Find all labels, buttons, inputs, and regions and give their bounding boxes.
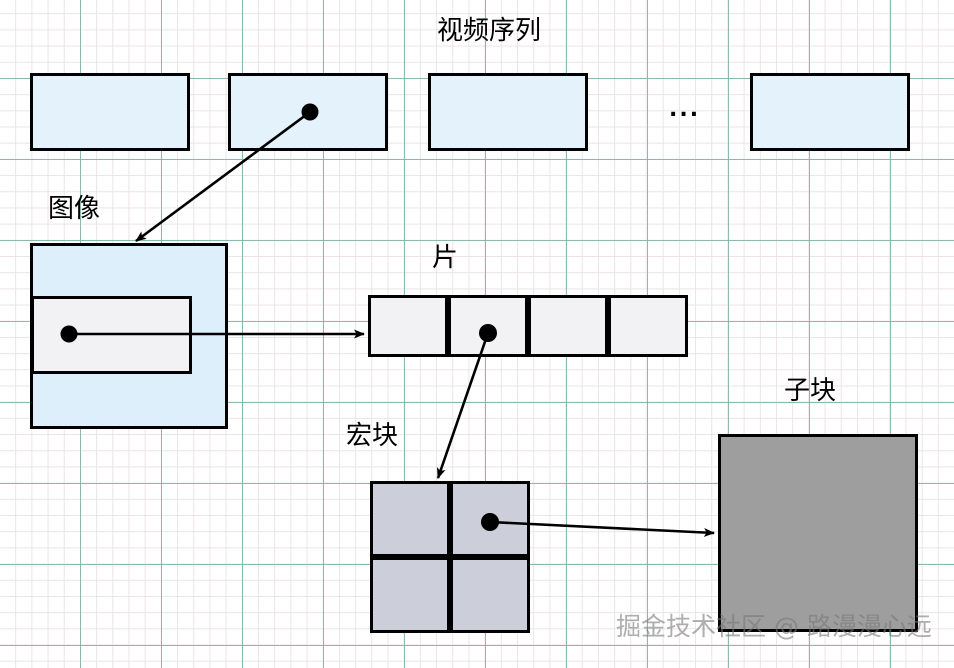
video-frame-1 — [30, 73, 190, 151]
macroblock-cell-1 — [370, 481, 450, 557]
ellipsis-indicator: ... — [669, 97, 701, 122]
label-picture: 图像 — [48, 194, 101, 224]
slice-cell-4 — [608, 295, 688, 357]
slice-cell-3 — [528, 295, 608, 357]
video-frame-2 — [228, 73, 388, 151]
macroblock-cell-3 — [370, 557, 450, 633]
picture-slice-strip — [31, 296, 192, 374]
watermark-text: 掘金技术社区 @ 路漫漫心远 — [616, 612, 932, 641]
video-frame-4 — [750, 73, 910, 151]
macroblock-cell-2 — [450, 481, 530, 557]
slice-cell-2 — [448, 295, 528, 357]
slice-cell-1 — [368, 295, 448, 357]
macroblock-cell-4 — [450, 557, 530, 633]
video-frame-3 — [428, 73, 588, 151]
label-video-sequence: 视频序列 — [437, 16, 542, 46]
label-slice: 片 — [432, 243, 459, 273]
label-macroblock: 宏块 — [346, 421, 399, 451]
subblock-block — [718, 434, 918, 632]
label-subblock: 子块 — [784, 376, 837, 406]
